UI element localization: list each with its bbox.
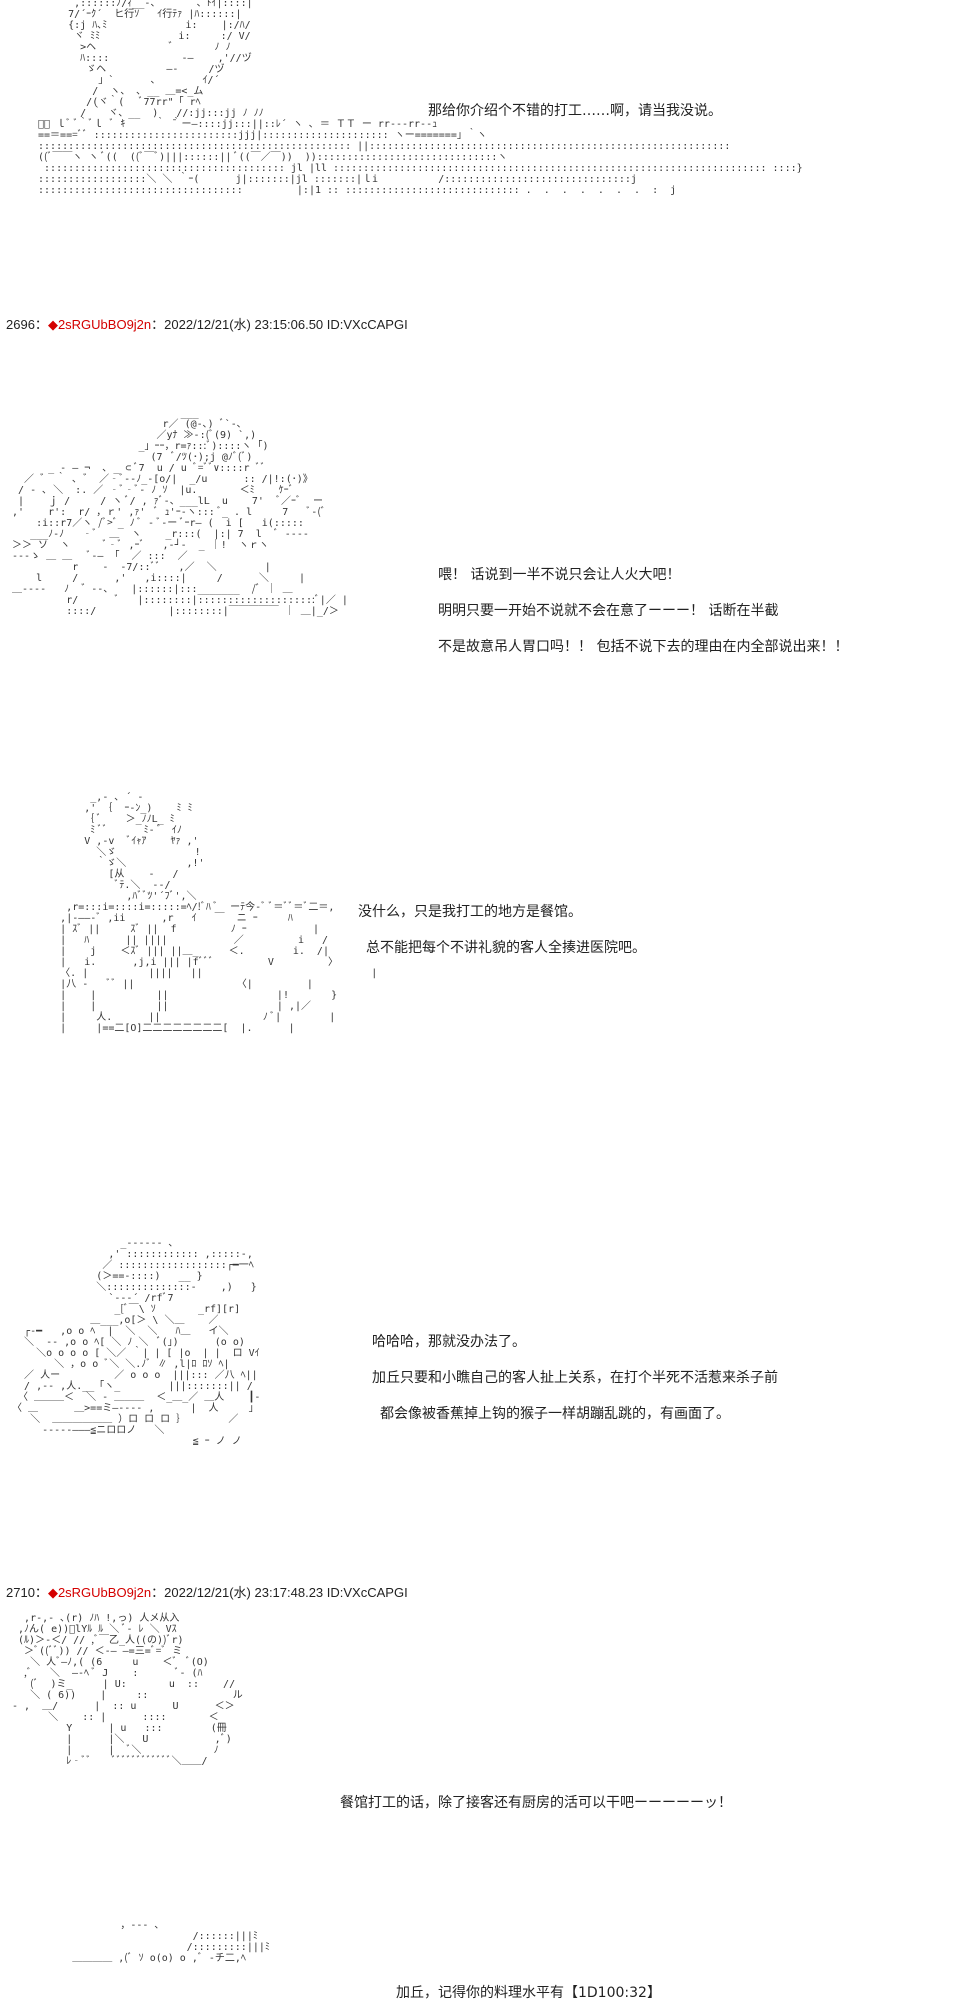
dialogue-line: 明明只要一开始不说就不会在意了ーーー！ 话断在半截: [438, 603, 779, 619]
dialogue-line: 喂！ 话说到一半不说只会让人火大吧！: [438, 567, 681, 583]
ascii-art-figure-3: _,‐ ､ ´ ‐ ,' ｛ ｰ‐ﾝ_) ﾐ ﾐ ｛ ﾞ ＞_ﾉﾉL_ ﾐ ﾐ …: [60, 792, 378, 1034]
post-header: 2696：◆2sRGUbBO9j2n：2022/12/21(水) 23:15:0…: [6, 317, 408, 333]
dialogue-line: 餐馆打工的话，除了接客还有厨房的活可以干吧ーーーーーッ！: [340, 1795, 732, 1811]
dialogue-line: 都会像被香蕉掉上钩的猴子一样胡蹦乱跳的，有画面了。: [380, 1406, 730, 1422]
dialogue-line: 加丘只要和小瞧自己的客人扯上关系，在打个半死不活惹来杀子前: [372, 1370, 778, 1386]
post-datetime-id: ：2022/12/21(水) 23:15:06.50 ID:VXcCAPGI: [151, 317, 408, 332]
ascii-art-figure-2: ___ r／ (@‐､) ﾞ`‐､ ／yﾅ ≫‐:(ﾞ(9) `,) _」ｰｰ，…: [12, 408, 348, 617]
dialogue-line: 加丘，记得你的料理水平有【1D100:32】: [396, 1985, 661, 2001]
dialogue-line: 总不能把每个不讲礼貌的客人全揍进医院吧。: [366, 940, 646, 956]
dialogue-line: 不是故意吊人胃口吗！！ 包括不说下去的理由在内全部说出来！！: [438, 639, 849, 655]
dialogue-line: 没什么，只是我打工的地方是餐馆。: [358, 904, 582, 920]
ascii-art-figure-6: ，‐‐‐ ､ /::::::|||ﾐ /:::::::::|||ﾐ ＿＿＿＿ ,…: [72, 1920, 270, 1964]
ascii-art-figure-5: ,r‐,‐ ､(r) ﾉﾊ !,っ) 人メ从入 ,ﾉん( e))ﾞlYﾙ ﾙ ＼…: [12, 1613, 243, 1767]
tripcode: 2sRGUbBO9j2n: [57, 1585, 152, 1600]
trip-diamond-icon: ◆: [47, 1585, 58, 1600]
tripcode: 2sRGUbBO9j2n: [57, 317, 152, 332]
ascii-art-figure-4: _‐‐‐‐‐- ､ ,' :::::::::::: ,:::::‐, ／ :::…: [12, 1238, 261, 1447]
trip-diamond-icon: ◆: [47, 317, 58, 332]
post-number: 2710: [6, 1585, 35, 1600]
header-separator: ：: [34, 317, 48, 332]
dialogue-line: 那给你介绍个不错的打工……啊，请当我没说。: [428, 103, 722, 119]
ascii-art-figure-1: ,::::::ﾉ/ｨ__-、 、ﾄｲ|::::| 7/´ｰｸ´ ヒ行ｿ ｲ行ﾃｧ…: [32, 0, 803, 196]
dialogue-line: 哈哈哈，那就没办法了。: [372, 1334, 526, 1350]
post-header: 2710：◆2sRGUbBO9j2n：2022/12/21(水) 23:17:4…: [6, 1585, 408, 1601]
header-separator: ：: [34, 1585, 48, 1600]
post-datetime-id: ：2022/12/21(水) 23:17:48.23 ID:VXcCAPGI: [151, 1585, 408, 1600]
post-number: 2696: [6, 317, 35, 332]
